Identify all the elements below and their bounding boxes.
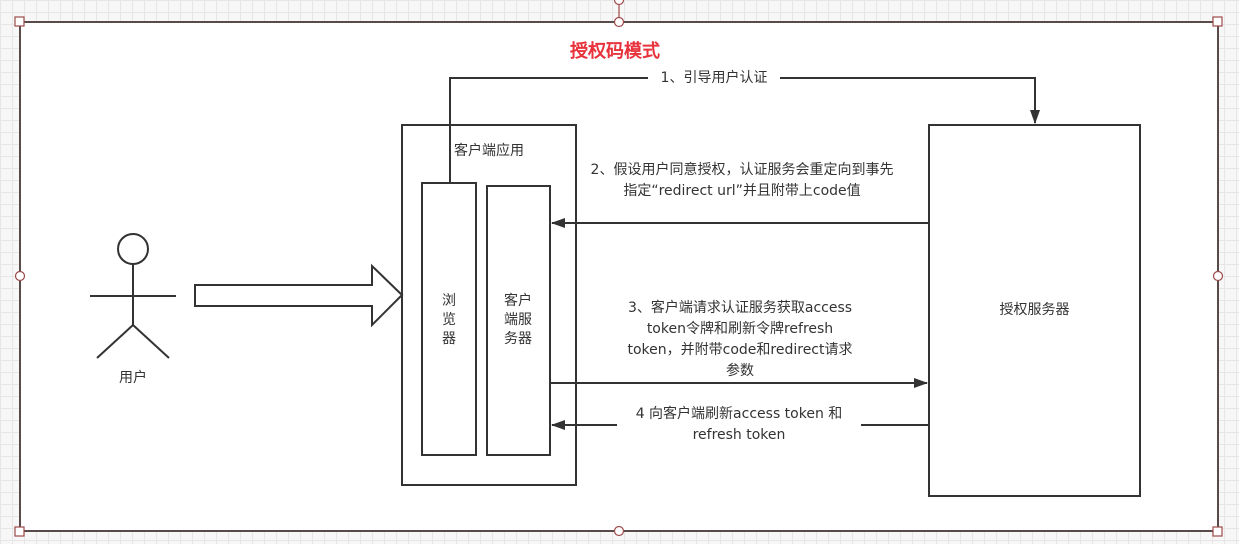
client-server-label: 客户端服务器 bbox=[504, 293, 532, 347]
client-server-box[interactable] bbox=[486, 185, 551, 456]
step3-label: 3、客户端请求认证服务获取access token令牌和刷新令牌refresh … bbox=[622, 298, 858, 382]
auth-server-label: 授权服务器 bbox=[999, 302, 1070, 318]
user-actor-icon[interactable] bbox=[90, 233, 176, 359]
diagram-title: 授权码模式 bbox=[570, 41, 660, 62]
auth-server-box[interactable] bbox=[928, 124, 1141, 497]
step4-label: 4 向客户端刷新access token 和refresh token bbox=[617, 404, 861, 446]
rotate-handle[interactable] bbox=[613, 0, 625, 17]
step1-label: 1、引导用户认证 bbox=[648, 68, 780, 88]
selection-handles[interactable] bbox=[14, 16, 1224, 537]
browser-label: 浏览器 bbox=[442, 293, 456, 347]
user-label: 用户 bbox=[119, 370, 147, 386]
step2-label: 2、假设用户同意授权，认证服务会重定向到事先指定“redirect url”并且… bbox=[588, 160, 896, 202]
client-app-label: 客户端应用 bbox=[454, 143, 524, 159]
user-to-client-arrow[interactable] bbox=[194, 263, 404, 328]
